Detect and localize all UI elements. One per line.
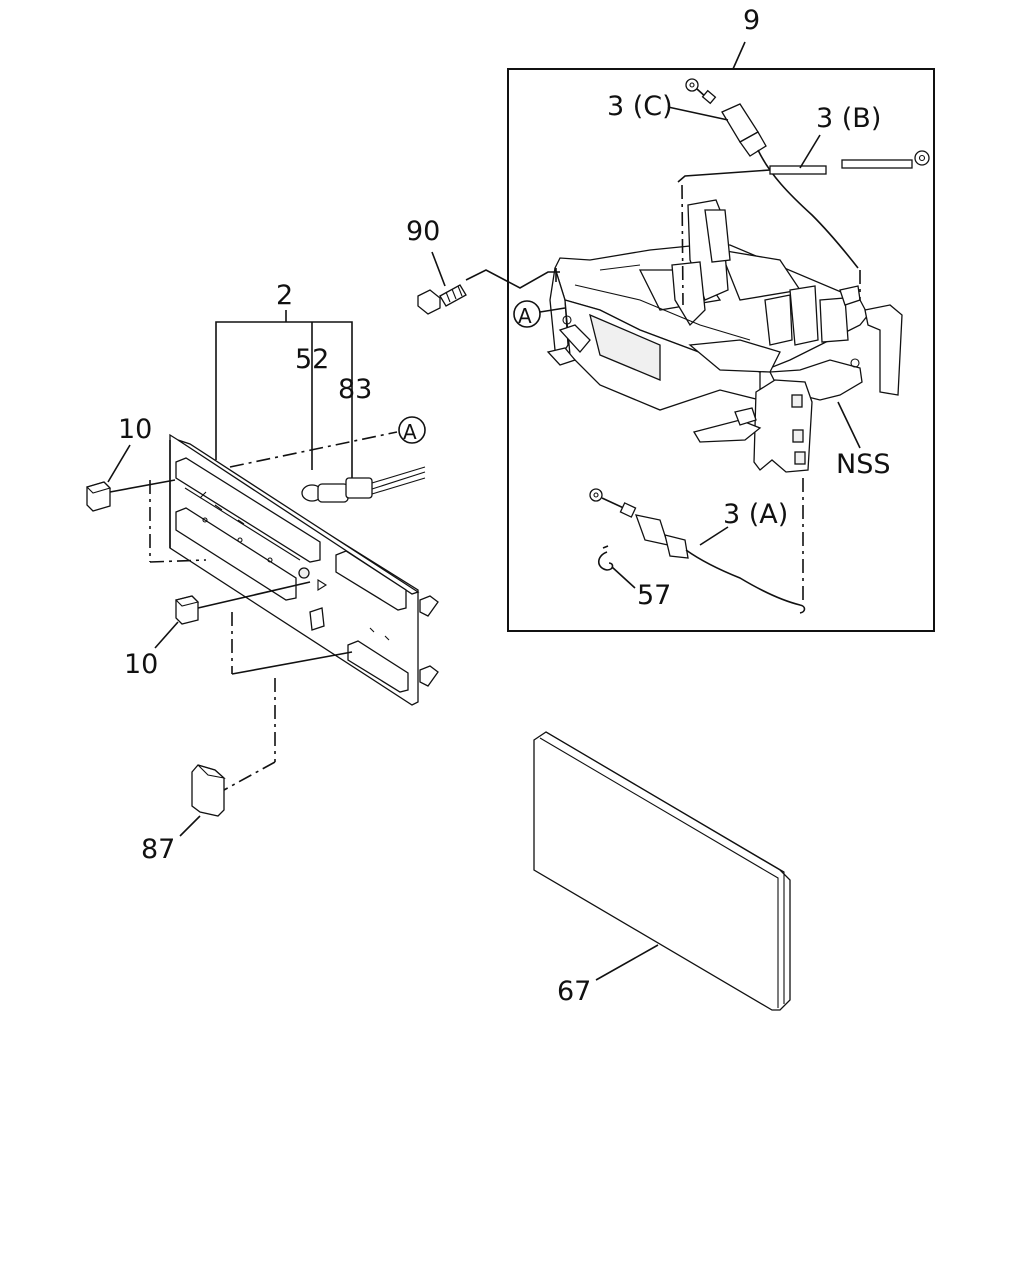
callout-9: 9 [743, 5, 760, 36]
callout-57: 57 [637, 580, 671, 611]
screw-90 [417, 284, 467, 315]
pad-67 [533, 731, 791, 1011]
control-panel [169, 433, 439, 706]
callout-3c: 3 (C) [607, 91, 673, 122]
cable-3a [589, 488, 806, 614]
callout-nss: NSS [836, 449, 890, 480]
assembly-box [507, 68, 935, 632]
callout-87: 87 [141, 834, 175, 865]
callout-67: 67 [557, 976, 591, 1007]
callout-3b: 3 (B) [816, 103, 881, 134]
bulb-assembly [301, 466, 426, 503]
circle-a-right: A [403, 420, 417, 444]
cable-3b [677, 150, 930, 183]
callout-52: 52 [295, 344, 329, 375]
knob-10-top [85, 481, 112, 512]
callout-3a: 3 (A) [723, 499, 788, 530]
circle-a-left: A [518, 304, 532, 328]
callout-10-top: 10 [118, 414, 152, 445]
knob-10-bottom [174, 595, 200, 625]
callout-83: 83 [338, 374, 372, 405]
cover-87 [191, 764, 226, 817]
control-mechanism [546, 199, 903, 473]
callout-90: 90 [406, 216, 440, 247]
callout-2: 2 [276, 280, 293, 311]
callout-10-bottom: 10 [124, 649, 158, 680]
clip-57 [597, 545, 614, 571]
